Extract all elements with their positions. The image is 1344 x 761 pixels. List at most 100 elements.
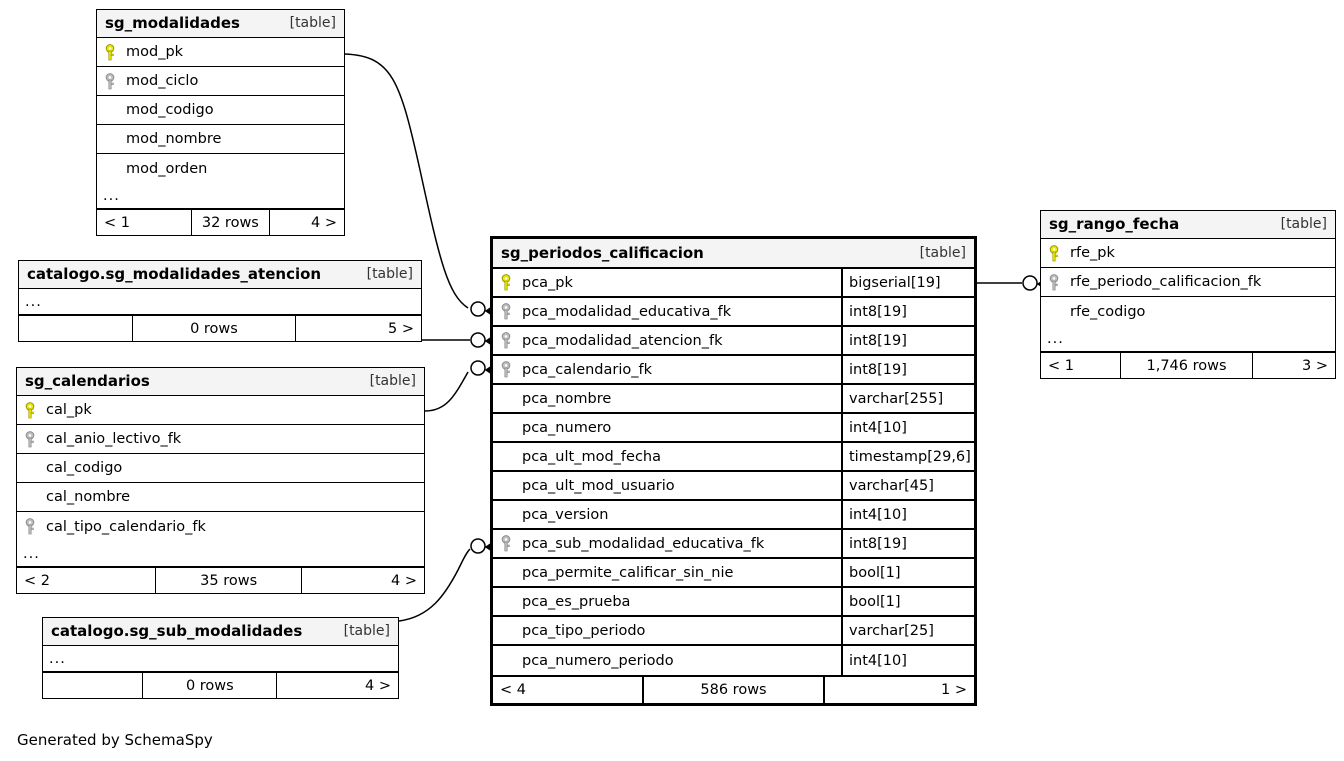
foreign-key-icon	[24, 430, 46, 448]
row-count: 586 rows	[642, 677, 825, 703]
column-type: timestamp[29,6]	[841, 443, 974, 470]
table-columns: rfe_pk rfe_periodo_calificacion_fk rfe_c…	[1041, 239, 1335, 326]
next-page-link[interactable]: 1 >	[941, 682, 967, 698]
table-row[interactable]: pca_numero_periodo int4[10]	[493, 646, 974, 675]
table-row[interactable]: pca_modalidad_atencion_fk int8[19]	[493, 327, 974, 356]
table-row[interactable]: pca_pk bigserial[19]	[493, 269, 974, 298]
table-sg-rango-fecha[interactable]: sg_rango_fecha [table] rfe_pk rfe_period…	[1040, 210, 1336, 379]
table-type-tag: [table]	[289, 15, 336, 31]
table-title: sg_calendarios	[25, 372, 150, 390]
column-name: pca_pk	[522, 274, 573, 291]
table-header: sg_modalidades [table]	[97, 10, 344, 38]
table-header: sg_calendarios [table]	[17, 368, 424, 396]
next-page-link[interactable]: 4 >	[311, 214, 337, 231]
table-row[interactable]: pca_version int4[10]	[493, 501, 974, 530]
column-name: pca_numero	[522, 419, 612, 436]
next-page-link[interactable]: 3 >	[1302, 357, 1328, 374]
table-sg-periodos-calificacion[interactable]: sg_periodos_calificacion [table] pca_pk …	[490, 236, 977, 706]
table-footer: 0 rows 5 >	[19, 315, 421, 341]
column-name: pca_numero_periodo	[522, 652, 674, 669]
column-name: pca_calendario_fk	[522, 361, 653, 378]
column-type: int8[19]	[841, 356, 974, 383]
table-catalogo-sg-sub-modalidades[interactable]: catalogo.sg_sub_modalidades [table] ... …	[42, 617, 399, 699]
prev-page-link[interactable]	[19, 316, 132, 341]
table-row[interactable]: pca_nombre varchar[255]	[493, 385, 974, 414]
prev-page-link[interactable]: < 2	[24, 572, 50, 589]
relation-modalidades-atencion-to-periodos	[422, 332, 499, 350]
column-type: varchar[45]	[841, 472, 974, 499]
table-header: catalogo.sg_modalidades_atencion [table]	[19, 261, 421, 289]
column-type: varchar[25]	[841, 617, 974, 644]
table-row[interactable]: pca_tipo_periodo varchar[25]	[493, 617, 974, 646]
column-name: cal_tipo_calendario_fk	[46, 518, 206, 535]
table-header: sg_rango_fecha [table]	[1041, 211, 1335, 239]
table-type-tag: [table]	[919, 244, 966, 261]
prev-page-link[interactable]: < 1	[1048, 357, 1074, 374]
next-page-link[interactable]: 4 >	[365, 677, 391, 694]
table-row[interactable]: pca_numero int4[10]	[493, 414, 974, 443]
column-type: varchar[255]	[841, 385, 974, 412]
table-title: sg_modalidades	[105, 14, 240, 32]
primary-key-icon	[1048, 244, 1070, 262]
prev-page-link[interactable]: < 4	[500, 682, 526, 698]
table-row[interactable]: mod_ciclo	[97, 67, 344, 96]
table-row[interactable]: cal_codigo	[17, 454, 424, 483]
table-row[interactable]: cal_tipo_calendario_fk	[17, 512, 424, 541]
column-name: mod_orden	[126, 160, 208, 177]
more-columns-indicator: ...	[97, 183, 344, 209]
more-columns-indicator: ...	[17, 541, 424, 567]
column-type: int8[19]	[841, 530, 974, 557]
table-row[interactable]: pca_sub_modalidad_educativa_fk int8[19]	[493, 530, 974, 559]
table-header: catalogo.sg_sub_modalidades [table]	[43, 618, 398, 646]
table-title: catalogo.sg_modalidades_atencion	[27, 265, 322, 283]
column-name: mod_ciclo	[126, 73, 199, 89]
table-row[interactable]: mod_nombre	[97, 125, 344, 154]
primary-key-icon	[24, 401, 46, 419]
table-header: sg_periodos_calificacion [table]	[493, 239, 974, 269]
table-sg-modalidades[interactable]: sg_modalidades [table] mod_pk mod_ciclo …	[96, 9, 345, 236]
row-count: 35 rows	[155, 568, 302, 593]
row-count: 0 rows	[131, 316, 297, 341]
foreign-key-icon	[1048, 273, 1070, 291]
table-row[interactable]: mod_pk	[97, 38, 344, 67]
table-row[interactable]: rfe_pk	[1041, 239, 1335, 268]
column-name: pca_ult_mod_usuario	[522, 477, 675, 494]
table-row[interactable]: cal_nombre	[17, 483, 424, 512]
table-row[interactable]: pca_permite_calificar_sin_nie bool[1]	[493, 559, 974, 588]
table-sg-calendarios[interactable]: sg_calendarios [table] cal_pk cal_anio_l…	[16, 367, 425, 594]
table-type-tag: [table]	[366, 266, 413, 282]
table-row[interactable]: mod_codigo	[97, 96, 344, 125]
table-title: sg_rango_fecha	[1049, 215, 1180, 233]
column-name: pca_permite_calificar_sin_nie	[522, 564, 734, 581]
table-row[interactable]: pca_es_prueba bool[1]	[493, 588, 974, 617]
next-page-link[interactable]: 4 >	[391, 572, 417, 589]
table-row[interactable]: rfe_codigo	[1041, 297, 1335, 326]
column-name: pca_modalidad_atencion_fk	[522, 332, 723, 349]
column-name: pca_es_prueba	[522, 593, 631, 610]
table-catalogo-sg-modalidades-atencion[interactable]: catalogo.sg_modalidades_atencion [table]…	[18, 260, 422, 342]
table-row[interactable]: rfe_periodo_calificacion_fk	[1041, 268, 1335, 297]
column-name: rfe_codigo	[1070, 303, 1146, 320]
column-name: pca_ult_mod_fecha	[522, 448, 661, 465]
table-type-tag: [table]	[343, 623, 390, 639]
row-count: 32 rows	[190, 210, 270, 235]
table-row[interactable]: cal_anio_lectivo_fk	[17, 425, 424, 454]
foreign-key-icon	[500, 361, 522, 378]
prev-page-link[interactable]: < 1	[104, 214, 130, 231]
table-row[interactable]: pca_ult_mod_fecha timestamp[29,6]	[493, 443, 974, 472]
foreign-key-icon	[500, 535, 522, 552]
column-name: pca_sub_modalidad_educativa_fk	[522, 535, 765, 552]
prev-page-link[interactable]	[43, 673, 142, 698]
next-page-link[interactable]: 5 >	[388, 320, 414, 337]
table-footer: < 2 35 rows 4 >	[17, 567, 424, 593]
column-type: int4[10]	[841, 501, 974, 528]
table-footer: < 1 1,746 rows 3 >	[1041, 352, 1335, 378]
column-name: cal_anio_lectivo_fk	[46, 431, 182, 447]
column-name: rfe_periodo_calificacion_fk	[1070, 274, 1262, 290]
table-row[interactable]: mod_orden	[97, 154, 344, 183]
column-type: int4[10]	[841, 646, 974, 675]
table-row[interactable]: pca_ult_mod_usuario varchar[45]	[493, 472, 974, 501]
table-row[interactable]: pca_modalidad_educativa_fk int8[19]	[493, 298, 974, 327]
table-row[interactable]: pca_calendario_fk int8[19]	[493, 356, 974, 385]
table-row[interactable]: cal_pk	[17, 396, 424, 425]
